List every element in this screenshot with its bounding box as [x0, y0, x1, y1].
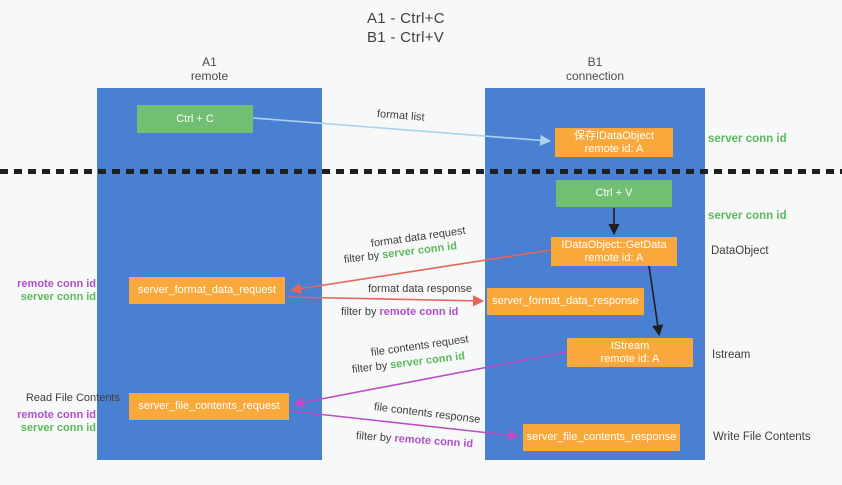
node-ctrl-v: Ctrl + V	[556, 180, 672, 207]
conn-id-block-format: remote conn id server conn id	[0, 278, 96, 304]
dotted-divider	[0, 169, 842, 174]
file-contents-response-filter-label: filter by remote conn id	[356, 430, 474, 450]
node-save-idataobject-line2: remote id: A	[584, 142, 644, 155]
format-data-response-filter-label: filter by remote conn id	[341, 306, 458, 318]
node-server-format-data-request-label: server_format_data_request	[137, 284, 277, 296]
dataobject-side-label: DataObject	[711, 245, 769, 257]
filter-by-text: filter by	[355, 430, 392, 445]
filter-by-text: filter by	[351, 359, 388, 376]
filter-by-text: filter by	[341, 306, 377, 318]
istream-side-label: Istream	[712, 349, 751, 361]
remote-conn-id-left-top: remote conn id	[17, 278, 96, 290]
node-istream: IStream remote id: A	[567, 338, 693, 367]
node-server-format-data-response: server_format_data_response	[487, 288, 644, 315]
filter-by-text: filter by	[343, 249, 380, 266]
format-list-label: format list	[376, 108, 426, 124]
node-server-file-contents-response-label: server_file_contents_response	[526, 431, 677, 443]
node-idataobject-getdata-line1: IDataObject::GetData	[561, 238, 667, 251]
title-line-2: B1 - Ctrl+V	[367, 29, 445, 46]
node-ctrl-c: Ctrl + C	[137, 105, 253, 133]
node-idataobject-getdata: IDataObject::GetData remote id: A	[551, 237, 677, 266]
server-conn-id-left-top: server conn id	[20, 291, 96, 303]
server-conn-id-right-middle: server conn id	[708, 210, 787, 222]
file-contents-request-filter-label: filter by server conn id	[351, 350, 465, 376]
node-istream-line1: IStream	[610, 339, 650, 352]
title-line-1: A1 - Ctrl+C	[367, 10, 445, 27]
file-contents-response-label: file contents response	[373, 401, 481, 426]
remote-conn-id-left-bottom: remote conn id	[17, 409, 96, 421]
node-server-file-contents-response: server_file_contents_response	[523, 424, 680, 451]
node-server-format-data-response-label: server_format_data_response	[492, 295, 639, 307]
conn-id-block-file: remote conn id server conn id	[0, 409, 96, 435]
node-save-idataobject-line1: 保存IDataObject	[573, 129, 655, 142]
node-server-file-contents-request: server_file_contents_request	[129, 393, 289, 420]
remote-conn-id-text: remote conn id	[379, 306, 459, 318]
format-data-response-label: format data response	[368, 283, 472, 295]
node-istream-line2: remote id: A	[600, 352, 660, 365]
diagram-title: A1 - Ctrl+C B1 - Ctrl+V	[367, 9, 445, 47]
node-server-format-data-request: server_format_data_request	[129, 277, 285, 304]
node-save-idataobject: 保存IDataObject remote id: A	[555, 128, 673, 157]
node-ctrl-c-label: Ctrl + C	[176, 112, 214, 125]
server-conn-id-right-top: server conn id	[708, 133, 787, 145]
column-b1-subtitle: connection	[565, 69, 625, 83]
node-idataobject-getdata-line2: remote id: A	[584, 251, 644, 264]
server-conn-id-left-bottom: server conn id	[20, 422, 96, 434]
column-a1-subtitle: remote	[190, 69, 229, 83]
read-file-contents-label: Read File Contents	[25, 392, 120, 404]
column-header-a1: A1 remote	[97, 55, 322, 83]
node-ctrl-v-label: Ctrl + V	[595, 187, 633, 199]
node-server-file-contents-request-label: server_file_contents_request	[138, 400, 280, 412]
column-b1-name: B1	[587, 55, 603, 69]
remote-conn-id-text: remote conn id	[394, 432, 474, 451]
column-a1-name: A1	[202, 55, 217, 69]
column-header-b1: B1 connection	[485, 55, 705, 83]
write-file-contents-label: Write File Contents	[713, 431, 811, 443]
